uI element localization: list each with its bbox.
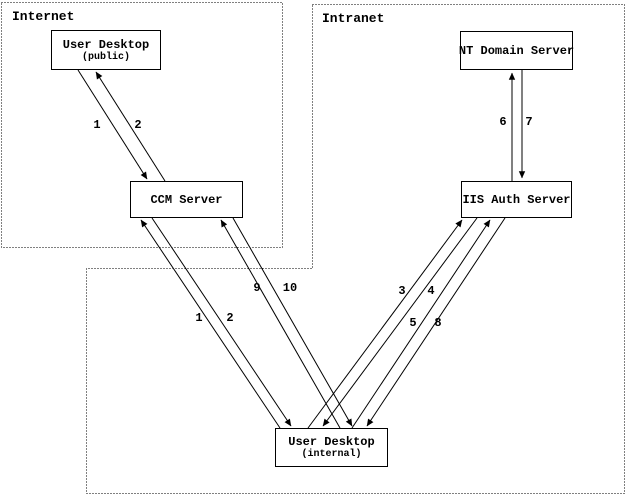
- edge-label-1-public-ccm: 1: [93, 118, 101, 132]
- arrow-1-internal-to-ccm: [140, 219, 281, 429]
- node-iis-auth-server: IIS Auth Server: [461, 181, 572, 218]
- edge-label-4-iis-internal: 4: [427, 284, 435, 298]
- node-subtitle: (public): [81, 51, 130, 63]
- node-title: IIS Auth Server: [462, 192, 571, 207]
- intranet-region-outline: [86, 4, 625, 494]
- node-subtitle: (internal): [301, 449, 362, 460]
- edge-label-7-nt-iis: 7: [525, 115, 533, 129]
- arrow-4-iis-to-internal: [322, 217, 478, 427]
- arrow-2-ccm-to-public: [95, 71, 166, 182]
- intranet-region-label: Intranet: [322, 11, 385, 26]
- edge-label-1-internal-ccm: 1: [195, 311, 203, 325]
- arrow-9-internal-to-ccm: [220, 219, 341, 429]
- node-title: CCM Server: [150, 192, 223, 207]
- node-user-desktop-public: User Desktop (public): [51, 30, 161, 70]
- internet-region-outline: [1, 2, 283, 248]
- internet-region-label: Internet: [12, 9, 75, 24]
- edge-label-6-iis-nt: 6: [499, 115, 507, 129]
- edge-label-9-internal-ccm: 9: [253, 281, 261, 295]
- node-title: User Desktop: [62, 37, 150, 52]
- edge-label-3-internal-iis: 3: [398, 284, 406, 298]
- edge-label-8-iis-internal: 8: [434, 316, 442, 330]
- node-nt-domain-server: NT Domain Server: [458, 31, 575, 70]
- arrow-2-ccm-to-internal: [151, 217, 292, 427]
- edge-label-10-ccm-internal: 10: [282, 281, 298, 295]
- node-title: User Desktop: [288, 435, 375, 449]
- edge-label-5-internal-iis: 5: [409, 316, 417, 330]
- edge-label-2-ccm-public: 2: [134, 118, 142, 132]
- arrow-3-internal-to-iis: [307, 219, 463, 429]
- arrow-10-ccm-to-internal: [232, 217, 353, 427]
- node-user-desktop-internal: User Desktop (internal): [275, 428, 388, 467]
- arrow-8-iis-to-internal: [366, 217, 506, 427]
- node-ccm-server: CCM Server: [130, 181, 243, 218]
- edge-label-2-ccm-internal: 2: [226, 311, 234, 325]
- arrow-5-internal-to-iis: [351, 219, 491, 429]
- arrow-1-public-to-ccm: [77, 69, 148, 180]
- node-title: NT Domain Server: [458, 43, 575, 58]
